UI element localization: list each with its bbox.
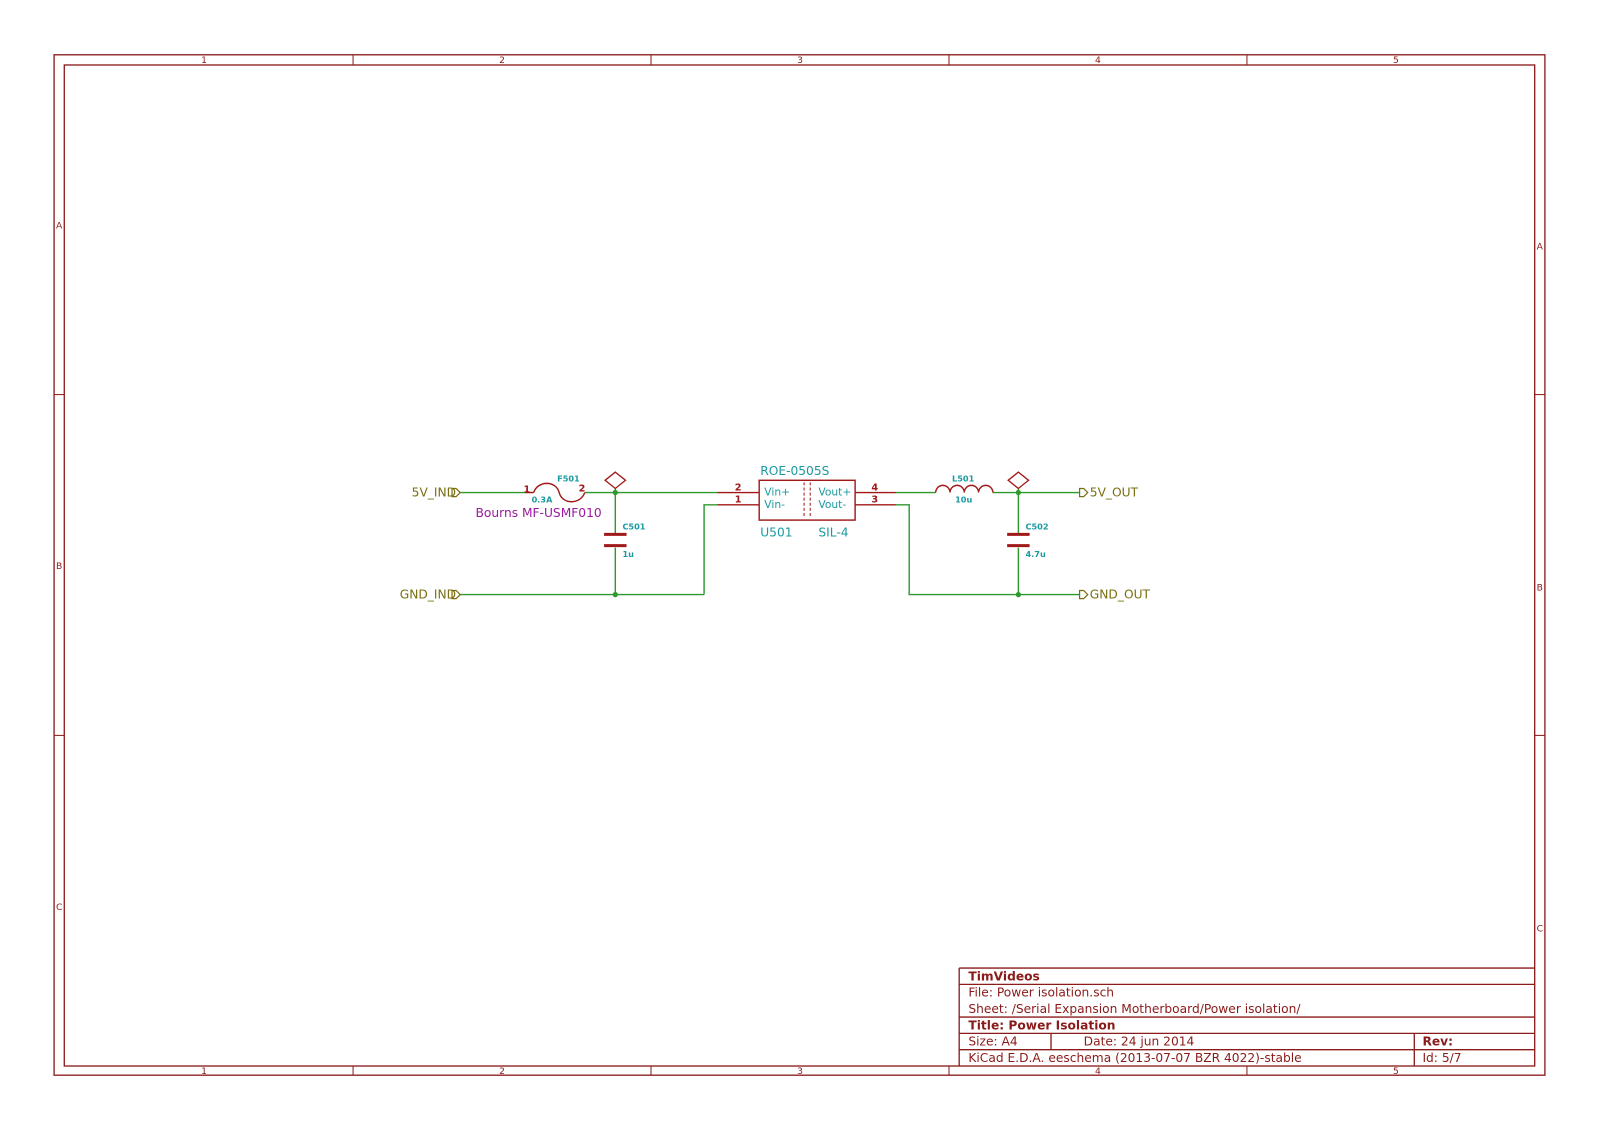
wires xyxy=(459,488,1080,598)
pin-number-vout-plus: 4 xyxy=(871,483,878,494)
pin-name-vout-plus: Vout+ xyxy=(818,486,851,499)
tb-date: Date: 24 jun 2014 xyxy=(1084,1035,1195,1049)
tb-rev: Rev: xyxy=(1422,1035,1453,1049)
c502-value: 4.7u xyxy=(1026,549,1046,559)
converter-part: ROE-0505S xyxy=(760,464,829,478)
bottom-col-ref: 3 xyxy=(797,1066,803,1077)
port-gnd-out[interactable]: GND_OUT xyxy=(1078,588,1151,602)
power-flag-icon[interactable] xyxy=(1007,471,1030,490)
tb-size: Size: A4 xyxy=(968,1035,1017,1049)
inductor-l501[interactable]: L501 10u xyxy=(935,473,994,505)
port-label-5v-out: 5V_OUT xyxy=(1090,486,1139,500)
title-block: TimVideos File: Power isolation.sch Shee… xyxy=(958,967,1535,1067)
port-5v-in[interactable]: 5V_IND xyxy=(412,486,462,500)
fuse-part-number: Bourns MF-USMF010 xyxy=(476,506,602,520)
drawing-frame: 1 2 3 4 5 1 2 3 4 5 A B C A B C xyxy=(53,54,1546,1077)
power-flag-icon[interactable] xyxy=(604,471,627,490)
port-5v-out[interactable]: 5V_OUT xyxy=(1078,486,1139,500)
junction-dot xyxy=(612,591,618,598)
left-row-ref: B xyxy=(56,561,62,572)
fuse-value: 0.3A xyxy=(532,495,553,505)
pin-number-vout-minus: 3 xyxy=(871,495,878,506)
pin-number-vin-plus: 2 xyxy=(735,483,742,494)
junction-dot xyxy=(1015,489,1022,496)
hier-port-symbol xyxy=(451,589,462,600)
wire-gnd-to-vin-minus[interactable] xyxy=(703,504,718,595)
l501-ref: L501 xyxy=(952,473,975,483)
inner-border xyxy=(63,64,1536,1067)
capacitor-c502[interactable]: C502 4.7u xyxy=(1007,521,1049,559)
converter-package: SIL-4 xyxy=(818,525,848,539)
fuse-pin-1: 1 xyxy=(523,485,530,496)
bottom-col-ref: 4 xyxy=(1095,1066,1101,1077)
fuse-f501[interactable]: 1 2 F501 0.3A Bourns MF-USMF010 xyxy=(476,473,602,520)
top-col-ref: 1 xyxy=(201,55,207,66)
tb-id: Id: 5/7 xyxy=(1422,1051,1461,1065)
bottom-col-ref: 2 xyxy=(499,1066,505,1077)
top-col-ref: 3 xyxy=(797,55,803,66)
bottom-col-ref: 5 xyxy=(1393,1066,1399,1077)
pin-name-vin-minus: Vin- xyxy=(764,498,785,511)
right-row-ref: B xyxy=(1537,583,1543,594)
c501-value: 1u xyxy=(622,549,634,559)
tb-file: File: Power isolation.sch xyxy=(968,986,1114,1000)
inductor-symbol xyxy=(935,484,994,493)
tb-tool: KiCad E.D.A. eeschema (2013-07-07 BZR 40… xyxy=(968,1051,1301,1065)
c502-ref: C502 xyxy=(1026,521,1049,531)
hier-port-symbol xyxy=(1078,487,1089,498)
hier-port-symbol xyxy=(1078,589,1089,600)
converter-u501[interactable]: 2 1 4 3 Vin+ Vin- Vout+ Vout- ROE-0505S … xyxy=(717,464,896,539)
pin-number-vin-minus: 1 xyxy=(735,495,742,506)
right-row-ref: C xyxy=(1537,923,1543,934)
tb-company: TimVideos xyxy=(968,969,1039,983)
converter-body xyxy=(758,479,856,521)
port-label-gnd-in: GND_IND xyxy=(400,588,456,602)
wire-gnd-out[interactable] xyxy=(895,504,1080,596)
top-col-ref: 5 xyxy=(1393,55,1399,66)
fuse-pin-2: 2 xyxy=(579,484,586,495)
hier-port-symbol xyxy=(451,487,462,498)
port-label-5v-in: 5V_IND xyxy=(412,486,456,500)
outer-border xyxy=(53,54,1546,1076)
fuse-symbol xyxy=(532,482,586,503)
l501-value: 10u xyxy=(955,495,972,505)
port-gnd-in[interactable]: GND_IND xyxy=(400,588,462,602)
c501-ref: C501 xyxy=(622,521,645,531)
left-row-ref: A xyxy=(56,220,63,231)
pin-name-vin-plus: Vin+ xyxy=(764,486,790,499)
bottom-col-ref: 1 xyxy=(201,1066,207,1077)
port-label-gnd-out: GND_OUT xyxy=(1090,588,1151,602)
tb-title: Title: Power Isolation xyxy=(968,1018,1115,1032)
top-col-ref: 2 xyxy=(499,55,505,66)
pin-name-vout-minus: Vout- xyxy=(818,498,846,511)
right-row-ref: A xyxy=(1537,242,1544,253)
junction-dot xyxy=(612,489,618,496)
junction-dot xyxy=(1015,591,1022,598)
fuse-ref: F501 xyxy=(557,473,580,483)
tb-sheet: Sheet: /Serial Expansion Motherboard/Pow… xyxy=(968,1002,1301,1016)
left-row-ref: C xyxy=(56,902,62,913)
top-col-ref: 4 xyxy=(1095,55,1101,66)
capacitor-c501[interactable]: C501 1u xyxy=(604,521,646,559)
converter-ref: U501 xyxy=(760,525,792,539)
